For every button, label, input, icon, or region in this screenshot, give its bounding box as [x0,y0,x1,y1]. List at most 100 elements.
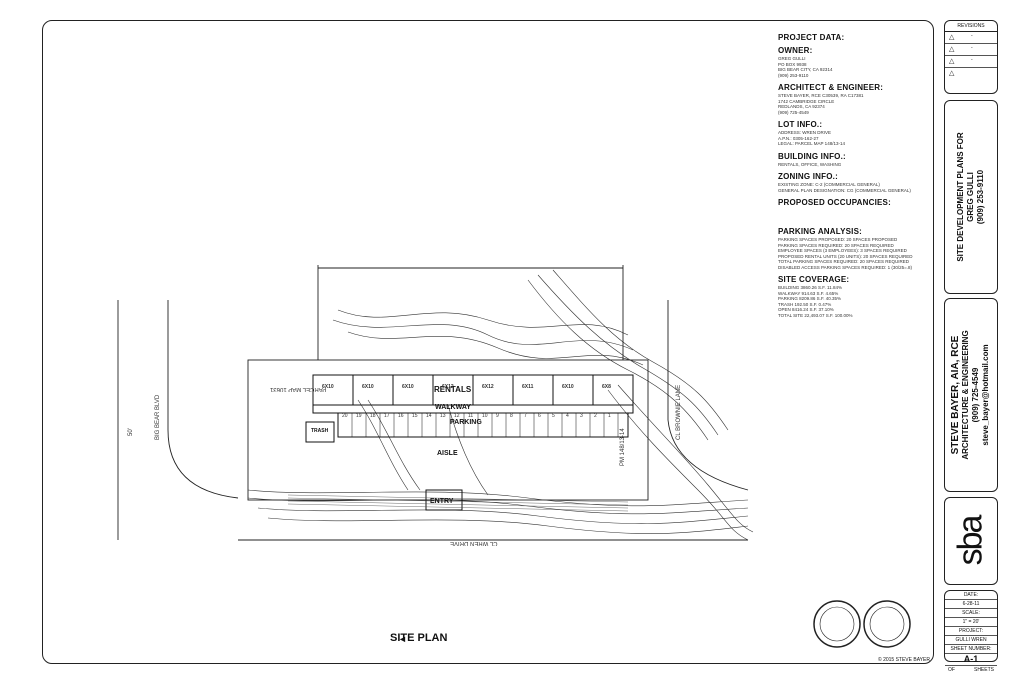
note-line: (909) 253-9110 [778,72,809,78]
stall-number: 7 [524,413,527,419]
contour-line [607,389,749,541]
rentals-label: RENTALS [434,385,472,394]
architect-seal [813,600,861,648]
walkway-strip [312,404,634,414]
parking-lines: PARKING SPACES PROPOSED: 20 SPACES PROPO… [778,237,928,270]
parking-stalls [337,412,629,438]
engineer-seal [863,600,911,648]
stall-lines [351,413,619,437]
delta-icon: △ [949,70,955,77]
contour-line [332,319,634,351]
stall-number: 1 [608,413,611,419]
note-line: TRASH 192.50 S.F. 0.47% [778,301,832,307]
stall-number: 18 [370,413,376,419]
project-data-heading: PROJECT DATA: [778,33,845,42]
note-line: LEGAL: PARCEL MAP 148/13-14 [778,141,845,146]
note-line: PO BOX 9938 [778,61,807,67]
stall-number: 19 [356,413,362,419]
note-line: DISABLED ACCESS PARKING SPACES REQUIRED:… [778,264,913,270]
revision-row: △ [945,68,997,79]
coverage-lines: BUILDING 3860.26 S.F. 11.84%WALKWAY 914.… [778,285,928,318]
contour-line [367,399,421,491]
stall-number: 16 [398,413,404,419]
stall-number: 4 [566,413,569,419]
occupancies-blank [778,208,928,222]
note-line: BIG BEAR CITY, CA 92314 [778,67,833,72]
revision-row: △- [945,56,997,68]
building-lines: RENTALS, OFFICE, WASHING [778,162,928,168]
pm-label: PM 148/13-14 [620,428,626,466]
lot-heading: LOT INFO.: [778,120,823,129]
coverage-heading: SITE COVERAGE: [778,275,850,284]
parking-label: PARKING [450,419,482,426]
contour-line [347,331,644,366]
date-value: 6-28-11 [945,600,997,609]
parking-heading: PARKING ANALYSIS: [778,227,863,236]
project-label: PROJECT: [945,627,997,636]
stall-number: 12 [454,413,460,419]
note-line: EMPLOYEE SPACES (3 EMPLOYEES): 3 SPACES … [778,248,907,253]
entry-label: ENTRY [430,498,454,505]
contour-line [357,399,409,491]
unit-size-label: 6X10 [322,384,334,390]
big-bear-blvd-label: BIG BEAR BLVD [155,394,161,440]
revisions-header: REVISIONS [945,21,997,32]
contour-line [527,279,709,441]
stall-number: 2 [594,413,597,419]
note-line: ADDRESS: WREN DRIVE [778,130,832,135]
sheet-number-label: SHEET NUMBER: [945,645,997,654]
occupancies-heading: PROPOSED OCCUPANCIES: [778,198,891,207]
note-line: BUILDING 3860.26 S.F. 11.84% [778,285,842,290]
road-edge-line [167,300,239,499]
unit-size-label: 6X10 [562,384,574,390]
stall-number: 15 [412,413,418,419]
zoning-lines: EXISTING ZONE: C-2 (COMMERCIAL GENERAL)G… [778,182,928,193]
stall-number: 13 [440,413,446,419]
unit-size-label: 6X12 [482,384,494,390]
grading-hatch [287,494,629,512]
revision-row: △- [945,32,997,44]
note-line: GREG GULLI [778,56,806,61]
note-line: GENERAL PLAN DESIGNATION: CG (COMMERCIAL… [778,187,911,193]
revisions-box: REVISIONS △- △- △- △ [944,20,998,94]
stall-number: 8 [510,413,513,419]
architect-info: STEVE BAYER, AIA, RCE ARCHITECTURE & ENG… [950,330,990,460]
contour-line [552,269,729,431]
trash-label: TRASH [311,428,329,434]
note-line: OPEN 8416.24 S.F. 37.10% [778,307,834,312]
contour-line [617,384,754,533]
note-line: A.P.N.: 0305-162-27 [778,135,819,141]
note-line: PARKING SPACES REQUIRED: 20 SPACES REQUI… [778,242,894,248]
note-line: 1742 CAMBRIDGE CIRCLE [778,98,835,104]
note-line: STEVE BAYER, RCE C30539, RA C17381 [778,93,864,98]
unit-size-label: 6X10 [402,384,414,390]
note-line: WALKWAY 914.63 S.F. 4.65% [778,290,839,296]
street-width-label: 50' [128,428,134,436]
architect-box: STEVE BAYER, AIA, RCE ARCHITECTURE & ENG… [944,298,998,492]
unit-size-label: 6X12 [442,384,454,390]
trash-enclosure [305,421,335,443]
contour-line [537,274,719,436]
copyright: © 2015 STEVE BAYER [878,657,930,663]
browning-lane-label: CL BROWNIE LANE [676,384,682,440]
zoning-heading: ZONING INFO.: [778,172,838,181]
note-line: PARKING SPACES PROPOSED: 20 SPACES PROPO… [778,237,898,242]
date-label: DATE: [945,591,997,600]
sheet-title: SITE PLAN [390,632,448,644]
delta-icon: △ [949,34,955,41]
road-edge-line [667,300,749,491]
wren-drive-label: CL WREN DRIVE [450,540,498,546]
project-value: GULLI WREN [945,636,997,645]
scale-label: SCALE: [945,609,997,618]
unit-size-label: 6X11 [522,384,534,390]
stall-number: 6 [538,413,541,419]
note-line: EXISTING ZONE: C-2 (COMMERCIAL GENERAL) [778,182,880,187]
property-line [247,359,649,501]
firm-logo-box: sba [944,497,998,585]
unit-size-label: 6X10 [362,384,374,390]
note-line: PARKING 8209.86 S.F. 40.35% [778,296,841,301]
note-line: RENTALS, OFFICE, WASHING [778,161,842,167]
